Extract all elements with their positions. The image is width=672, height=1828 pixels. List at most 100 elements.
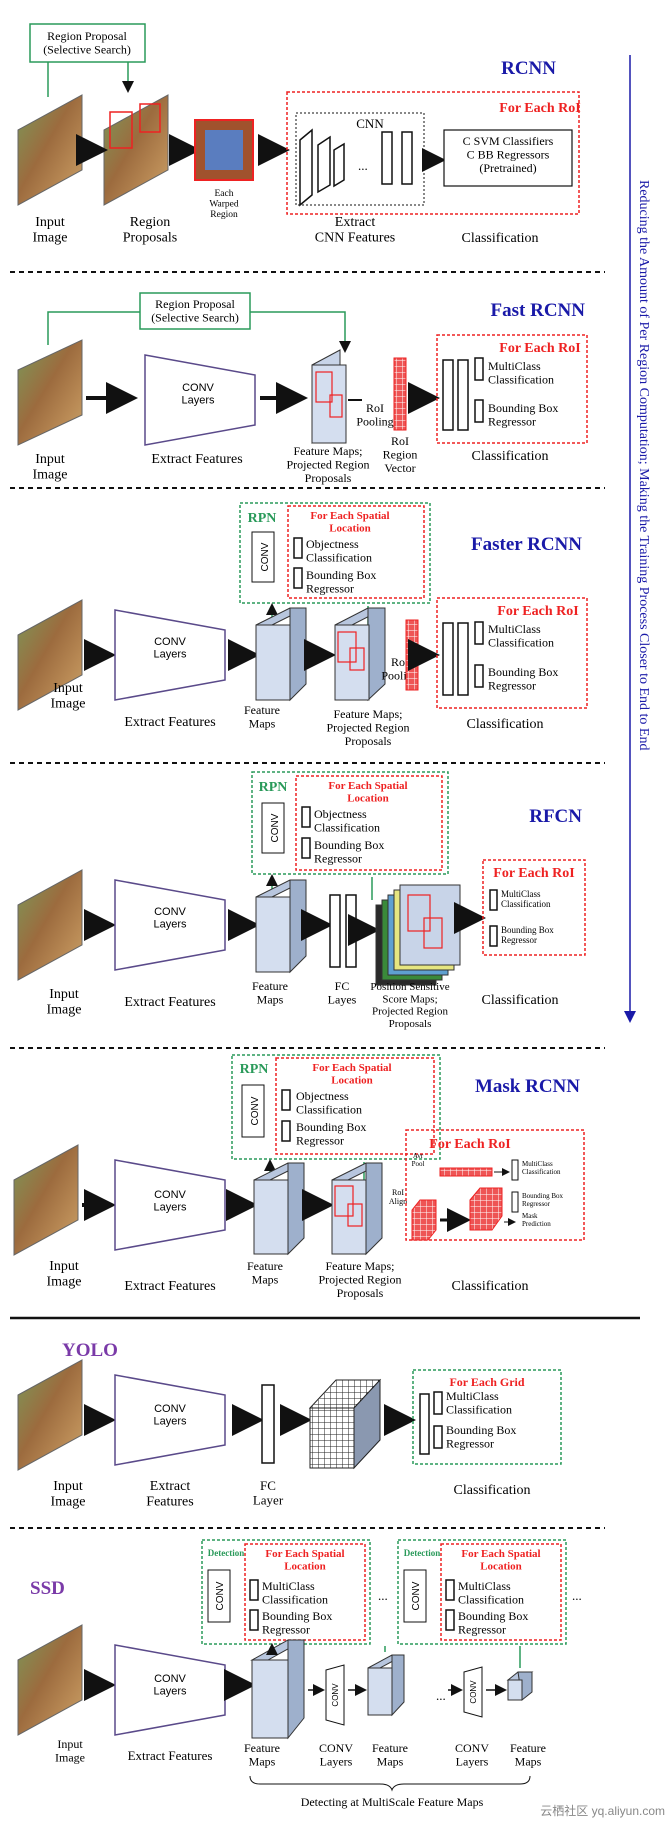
rect-shape: [511, 1159, 519, 1181]
tspan-shape: Objectness: [314, 807, 367, 821]
tspan-shape: Image: [55, 1750, 85, 1764]
mask-title-text: Mask RCNN: [475, 1076, 580, 1097]
common-conv-text: CONV: [331, 1683, 340, 1707]
tspan-shape: Layers: [456, 1754, 489, 1768]
tspan-shape: Image: [51, 697, 86, 712]
side-note: Reducing the Amount of Per Region Comput…: [636, 180, 651, 750]
rect-shape: [407, 894, 431, 932]
tspan-shape: Classification: [522, 1168, 561, 1176]
tspan-shape: CONV: [154, 636, 186, 648]
tspan-shape: CONV: [319, 1741, 353, 1755]
tspan-shape: FC: [260, 1478, 276, 1493]
rect-shape: [331, 1179, 367, 1255]
rect-shape: [293, 567, 303, 589]
ssd-detection-text: Detection: [208, 1548, 244, 1558]
rect-shape: [281, 1120, 291, 1142]
rect-shape: [315, 371, 333, 403]
tspan-shape: Proposals: [123, 231, 177, 246]
tspan-shape: Regressor: [262, 1622, 310, 1636]
tspan-shape: Feature: [510, 1741, 546, 1755]
tspan-shape: Objectness: [296, 1089, 349, 1103]
tspan-shape: CONV: [455, 1741, 489, 1755]
tspan-shape: Position Sensitive: [370, 981, 449, 993]
rect-shape: [347, 1203, 363, 1227]
tspan-shape: Regressor: [488, 414, 536, 428]
tspan-shape: MultiClass: [262, 1579, 315, 1593]
tspan-shape: For Each Spatial: [328, 780, 407, 792]
section-fast-rcnn: Fast RCNN Region Proposal(Selective Sear…: [17, 292, 588, 485]
ssd-ellipsis-text: ...: [378, 1588, 388, 1603]
path-shape: [249, 1775, 531, 1792]
rect-shape: [301, 837, 311, 859]
rect-shape: [474, 621, 484, 645]
tspan-shape: C SVM Classifiers: [463, 134, 554, 148]
tspan-shape: Layer: [253, 1493, 284, 1508]
rect-shape: [231, 1054, 441, 1160]
common-rpn-text: RPN: [240, 1062, 269, 1077]
tspan-shape: MultiClass: [458, 1579, 511, 1593]
tspan-shape: Layers: [153, 918, 187, 930]
common-classification-text: Classification: [467, 717, 544, 732]
rect-shape: [489, 889, 498, 911]
tspan-shape: RoI: [391, 434, 409, 448]
rect-shape: [440, 1543, 562, 1641]
rect-shape: [436, 597, 588, 709]
tspan-shape: Each: [215, 189, 234, 199]
polygon-shape: [17, 869, 83, 981]
tspan-shape: Layers: [153, 1685, 187, 1697]
tspan-shape: Proposals: [389, 1018, 432, 1030]
common-classification-text: Classification: [452, 1279, 529, 1294]
ssd-multiscale-text: Detecting at MultiScale Feature Maps: [301, 1795, 484, 1809]
common-classification-text: Classification: [472, 449, 549, 464]
tspan-shape: Classification: [488, 372, 554, 386]
psm-stack: [375, 884, 461, 986]
polygon-shape: [367, 607, 386, 702]
tspan-shape: Bounding Box: [262, 1609, 332, 1623]
tspan-shape: Maps: [252, 1272, 279, 1286]
rect-shape: [393, 357, 407, 431]
tspan-shape: MultiClass: [501, 889, 541, 899]
faster-title-text: Faster RCNN: [471, 534, 582, 555]
rect-shape: [251, 1659, 289, 1739]
section-rcnn: RCNN Region Proposal(Selective Search) I…: [17, 23, 581, 246]
rect-shape: [205, 130, 243, 170]
tspan-shape: Location: [329, 522, 371, 534]
rect-shape: [249, 1579, 259, 1601]
tspan-shape: Classification: [314, 820, 380, 834]
rect-shape: [403, 1569, 427, 1623]
tspan-shape: Input: [35, 215, 65, 230]
tspan-shape: Image: [47, 1003, 82, 1018]
rect-shape: [249, 1609, 259, 1631]
rect-shape: [253, 1179, 289, 1255]
rect-shape: [436, 334, 588, 444]
watermark: 云栖社区 yq.aliyun.com: [540, 1803, 665, 1818]
tspan-shape: Regressor: [458, 1622, 506, 1636]
common-conv-text: CONV: [250, 1096, 261, 1125]
tspan-shape: Pooling: [356, 414, 393, 428]
rect-shape: [367, 1667, 393, 1716]
rect-shape: [295, 775, 443, 871]
ssd-ellipsis-text: ...: [436, 1688, 446, 1703]
tspan-shape: MultiClass: [488, 622, 541, 636]
tspan-shape: Regressor: [306, 581, 354, 595]
tspan-shape: Warped: [209, 200, 239, 210]
